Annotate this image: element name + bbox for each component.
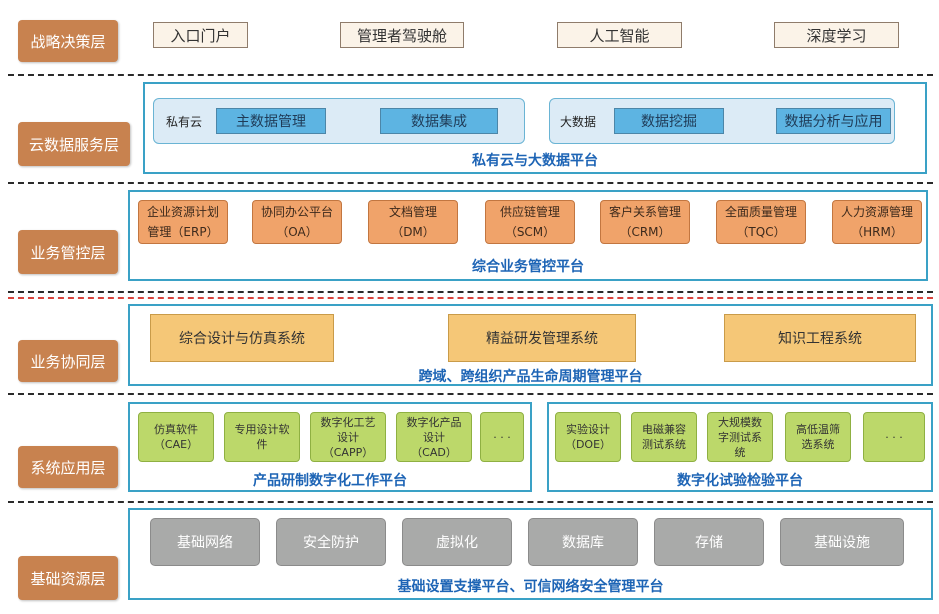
strategy-item-cockpit: 管理者驾驶舱 — [340, 22, 464, 48]
data-mining-chip: 数据挖掘 — [614, 108, 724, 134]
strategy-item-ai: 人工智能 — [557, 22, 682, 48]
chip-line: 实验设计 — [566, 423, 610, 436]
business-control-platform-title: 综合业务管控平台 — [472, 259, 584, 275]
chip-line: · · · — [885, 430, 903, 444]
chip-line: （CRM） — [619, 225, 671, 239]
chip-line: （CAE） — [153, 438, 199, 451]
layer-label-strategy: 战略决策层 — [18, 20, 118, 62]
layer-divider — [8, 182, 933, 184]
chip-line: 人力资源管理 — [840, 205, 913, 219]
test-digital-platform-title: 数字化试验检验平台 — [677, 473, 803, 489]
more-ellipsis-chip: · · · — [863, 412, 925, 462]
chip-line: 测试系统 — [642, 438, 686, 451]
chip-line: 选系统 — [801, 438, 835, 451]
data-integration-chip: 数据集成 — [380, 108, 498, 134]
cloud-platform-title: 私有云与大数据平台 — [472, 153, 598, 169]
rd-digital-frame: 仿真软件 （CAE） 专用设计软 件 数字化工艺 设计 （CAPP） 数字化产品… — [128, 402, 532, 492]
collaboration-frame: 综合设计与仿真系统 精益研发管理系统 知识工程系统 跨域、跨组织产品生命周期管理… — [128, 304, 933, 386]
erp-chip: 企业资源计划 管理（ERP） — [138, 200, 228, 244]
design-simulation-chip: 综合设计与仿真系统 — [150, 314, 334, 362]
private-cloud-label: 私有云 — [166, 115, 203, 129]
facilities-chip: 基础设施 — [780, 518, 904, 566]
business-control-frame: 企业资源计划 管理（ERP） 协同办公平台 （OA） 文档管理 （DM） 供应链… — [128, 190, 928, 281]
layer-label-infrastructure: 基础资源层 — [18, 556, 118, 600]
layer-label-collaboration: 业务协同层 — [18, 340, 118, 382]
collaboration-platform-title: 跨域、跨组织产品生命周期管理平台 — [418, 369, 643, 385]
chip-line: 管理（ERP） — [147, 225, 219, 239]
chip-line: （TQC） — [736, 225, 786, 239]
layer-divider-red — [8, 297, 933, 299]
chip-line: （DM） — [391, 225, 435, 239]
test-digital-frame: 实验设计 （DOE） 电磁兼容 测试系统 大规模数 字测试系 统 高低温筛 选系… — [547, 402, 933, 492]
chip-line: 全面质量管理 — [724, 205, 797, 219]
chip-line: （OA） — [276, 225, 318, 239]
chip-line: 件 — [256, 438, 268, 451]
bigdata-group: 大数据 数据挖掘 数据分析与应用 — [549, 98, 895, 144]
lean-rd-chip: 精益研发管理系统 — [448, 314, 636, 362]
chip-line: 仿真软件 — [154, 423, 198, 436]
chip-line: （CAD） — [411, 445, 457, 459]
rd-digital-platform-title: 产品研制数字化工作平台 — [253, 473, 407, 489]
scm-chip: 供应链管理 （SCM） — [485, 200, 575, 244]
layer-divider — [8, 393, 933, 395]
layer-label-system-app: 系统应用层 — [18, 446, 118, 488]
chip-line: 协同办公平台 — [260, 205, 333, 219]
oa-chip: 协同办公平台 （OA） — [252, 200, 342, 244]
knowledge-engineering-chip: 知识工程系统 — [724, 314, 916, 362]
layer-divider — [8, 501, 933, 503]
security-chip: 安全防护 — [276, 518, 386, 566]
strategy-item-portal: 入口门户 — [153, 22, 248, 48]
data-analysis-chip: 数据分析与应用 — [776, 108, 891, 134]
chip-line: 客户关系管理 — [608, 205, 681, 219]
infrastructure-platform-title: 基础设置支撑平台、可信网络安全管理平台 — [397, 579, 664, 595]
cae-chip: 仿真软件 （CAE） — [138, 412, 214, 462]
chip-line: （DOE） — [564, 438, 612, 451]
chip-line: 专用设计软 — [234, 423, 290, 436]
emc-test-chip: 电磁兼容 测试系统 — [631, 412, 697, 462]
large-digital-test-chip: 大规模数 字测试系 统 — [707, 412, 773, 462]
temp-screening-chip: 高低温筛 选系统 — [785, 412, 851, 462]
chip-line: （CAPP） — [322, 445, 374, 459]
chip-line: （SCM） — [504, 225, 556, 239]
chip-line: 企业资源计划 — [146, 205, 219, 219]
chip-line: （HRM） — [851, 225, 903, 239]
capp-chip: 数字化工艺 设计 （CAPP） — [310, 412, 386, 462]
chip-line: · · · — [493, 430, 511, 444]
chip-line: 供应链管理 — [499, 205, 560, 219]
layer-label-cloud: 云数据服务层 — [18, 122, 130, 166]
database-chip: 数据库 — [528, 518, 638, 566]
infrastructure-frame: 基础网络 安全防护 虚拟化 数据库 存储 基础设施 基础设置支撑平台、可信网络安… — [128, 508, 933, 600]
chip-line: 字测试系 — [718, 430, 762, 444]
more-ellipsis-chip: · · · — [480, 412, 524, 462]
layer-divider — [8, 291, 933, 293]
layer-divider — [8, 74, 933, 76]
bigdata-label: 大数据 — [560, 115, 597, 129]
crm-chip: 客户关系管理 （CRM） — [600, 200, 690, 244]
cloud-platform-frame: 私有云 主数据管理 数据集成 大数据 数据挖掘 数据分析与应用 私有云与大数据平… — [143, 82, 927, 174]
strategy-item-deep-learning: 深度学习 — [774, 22, 899, 48]
master-data-chip: 主数据管理 — [216, 108, 326, 134]
storage-chip: 存储 — [654, 518, 764, 566]
dm-chip: 文档管理 （DM） — [368, 200, 458, 244]
chip-line: 文档管理 — [388, 205, 437, 219]
chip-line: 电磁兼容 — [642, 423, 686, 436]
chip-line: 大规模数 — [718, 415, 762, 429]
chip-line: 统 — [734, 445, 746, 459]
virtualization-chip: 虚拟化 — [402, 518, 512, 566]
tqc-chip: 全面质量管理 （TQC） — [716, 200, 806, 244]
chip-line: 高低温筛 — [796, 423, 840, 436]
chip-line: 设计 — [423, 430, 445, 444]
doe-chip: 实验设计 （DOE） — [555, 412, 621, 462]
chip-line: 设计 — [337, 430, 359, 444]
special-design-software-chip: 专用设计软 件 — [224, 412, 300, 462]
cad-chip: 数字化产品 设计 （CAD） — [396, 412, 472, 462]
layer-label-business-control: 业务管控层 — [18, 230, 118, 274]
chip-line: 数字化工艺 — [320, 415, 376, 429]
private-cloud-group: 私有云 主数据管理 数据集成 — [153, 98, 525, 144]
network-chip: 基础网络 — [150, 518, 260, 566]
hrm-chip: 人力资源管理 （HRM） — [832, 200, 922, 244]
chip-line: 数字化产品 — [406, 415, 462, 429]
